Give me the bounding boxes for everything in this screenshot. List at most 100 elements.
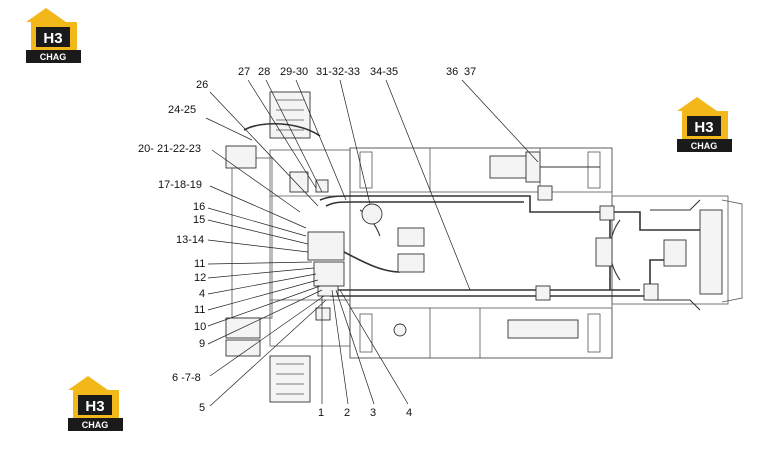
leader-16 <box>207 207 307 237</box>
drain-plug <box>393 323 407 337</box>
steering-valve <box>307 231 345 261</box>
valve-fitting <box>317 285 339 297</box>
callout-9: 9 <box>199 338 205 350</box>
leader-15 <box>207 219 309 245</box>
callout-17-18-19: 17-18-19 <box>158 179 202 191</box>
leader-10 <box>207 285 321 327</box>
frame-bracket <box>587 151 601 189</box>
hydraulic-components <box>289 171 687 339</box>
leader-29-30 <box>295 79 347 201</box>
callout-4a: 4 <box>199 288 205 300</box>
leader-11a <box>207 261 313 265</box>
hose-mid <box>339 249 401 273</box>
fitting-block <box>535 285 551 301</box>
logo-brand-bg <box>68 418 123 431</box>
leader-12 <box>207 267 315 279</box>
control-valve-lower <box>397 253 425 273</box>
hose-upper-front <box>243 122 321 137</box>
leader-5 <box>209 299 327 407</box>
callout-6-7-8: 6 -7-8 <box>172 372 201 384</box>
frame-bracket <box>587 313 601 353</box>
logo-roof-shape <box>677 97 717 111</box>
callout-2: 2 <box>344 407 350 419</box>
callout-34-35: 34-35 <box>370 66 398 78</box>
rear-valve <box>595 237 613 267</box>
leader-28 <box>265 79 323 193</box>
logo-mark-bg <box>687 116 721 136</box>
leader-11b <box>207 279 319 311</box>
fitting-block <box>537 185 553 201</box>
logo-brand: CHAG <box>82 420 109 430</box>
leader-9 <box>207 289 323 345</box>
leader-6-8 <box>209 295 325 377</box>
logo-mark-bg <box>78 395 112 415</box>
pressure-line-upper <box>319 195 610 213</box>
callout-26: 26 <box>196 79 208 91</box>
rear-bumper <box>721 199 743 303</box>
callouts-bottom: 1 2 3 4 <box>318 407 412 419</box>
leader-17-19 <box>209 185 307 229</box>
logo-mark: H3 <box>85 398 104 415</box>
rear-line-upper <box>610 211 700 231</box>
logo-brand: CHAG <box>40 52 67 62</box>
callout-4b: 4 <box>406 407 412 419</box>
callout-20-21-22-23: 20- 21-22-23 <box>138 143 201 155</box>
logo-mark-bg <box>36 27 70 47</box>
logo-brand-bg <box>26 50 81 63</box>
frame-bracket <box>359 313 373 353</box>
rear-hose-top <box>650 199 701 211</box>
callout-1: 1 <box>318 407 324 419</box>
front-right-wheel <box>269 355 311 403</box>
callout-29-30: 29-30 <box>280 66 308 78</box>
callout-37: 37 <box>464 66 476 78</box>
callout-11b: 11 <box>194 304 205 316</box>
callout-13-14: 13-14 <box>176 234 204 246</box>
leader-36-37 <box>461 79 539 163</box>
leader-34-35 <box>385 79 471 291</box>
callout-16: 16 <box>193 201 205 213</box>
callouts-top: 26 24-25 27 28 29-30 31-32-33 34-35 36 3… <box>168 66 476 116</box>
fitting-block <box>599 205 615 221</box>
brake-unit-lower <box>225 317 261 339</box>
leader-27 <box>247 79 317 189</box>
axle-hub-lower <box>225 339 261 357</box>
machine-frame <box>225 91 743 403</box>
leader-2 <box>331 289 349 405</box>
logo-top-left: H3 CHAG <box>26 8 81 63</box>
bracket-part <box>289 171 309 193</box>
front-frame-outline <box>269 149 351 347</box>
logo-bottom-left: H3 CHAG <box>68 376 123 431</box>
rear-hose-bottom <box>650 299 701 311</box>
battery-box <box>507 319 579 339</box>
leader-4b <box>339 289 409 405</box>
control-valve-upper <box>397 227 425 247</box>
leader-26 <box>209 91 319 207</box>
callout-31-32-33: 31-32-33 <box>316 66 360 78</box>
callout-24-25: 24-25 <box>168 104 196 116</box>
logo-brand: CHAG <box>691 141 718 151</box>
rear-counterweight <box>699 209 723 295</box>
leader-24-25 <box>205 117 253 141</box>
upper-tank-outline <box>349 147 613 193</box>
small-fitting <box>315 179 329 193</box>
leader-20-23 <box>211 149 301 213</box>
leader-3 <box>335 289 375 405</box>
leader-4a <box>207 273 317 295</box>
callout-28: 28 <box>258 66 270 78</box>
logo-roof-shape <box>68 376 108 390</box>
logo-right: H3 CHAG <box>677 97 732 152</box>
small-fitting <box>315 307 331 321</box>
callout-27: 27 <box>238 66 250 78</box>
callout-36: 36 <box>446 66 458 78</box>
logo-roof-shape <box>26 8 66 22</box>
filter-canister <box>361 203 383 225</box>
leader-lines <box>205 79 539 407</box>
callout-5: 5 <box>199 402 205 414</box>
logo-mark: H3 <box>43 30 62 47</box>
callouts-left: 20- 21-22-23 17-18-19 16 15 13-14 11 12 … <box>138 143 206 414</box>
logo-mark: H3 <box>694 119 713 136</box>
callout-12: 12 <box>194 272 206 284</box>
leader-13-14 <box>207 239 309 253</box>
callout-10: 10 <box>194 321 206 333</box>
